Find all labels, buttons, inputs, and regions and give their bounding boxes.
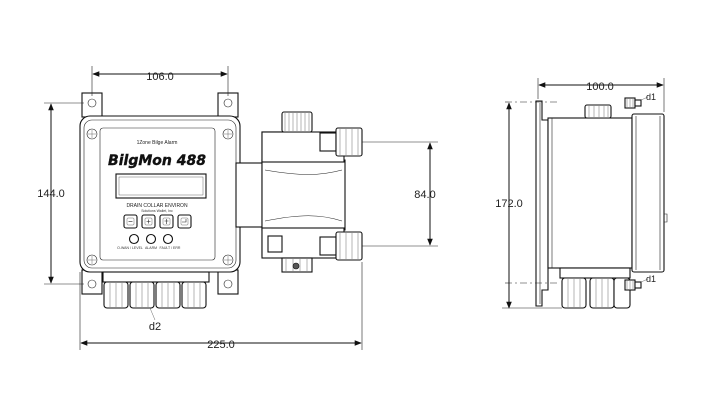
- cable-glands: [102, 271, 210, 309]
- dim-label-100: 100.0: [586, 81, 614, 93]
- down-button[interactable]: [159, 214, 174, 229]
- dimension-overall-width: 225.0: [79, 262, 363, 351]
- sensor-manifold: [235, 111, 363, 273]
- panel-top-label: 1Zone Bilge Alarm: [137, 140, 178, 146]
- brand-logo: BilgMon 488: [108, 153, 206, 169]
- front-view: 1Zone Bilge Alarm BilgMon 488 DRAIN COLL…: [37, 66, 438, 351]
- dim-label-172: 172.0: [495, 198, 523, 210]
- side-view: d1 d1 100.0 172.0: [495, 78, 668, 309]
- keypad: [123, 214, 192, 229]
- dimension-width-top: 106.0: [91, 66, 229, 96]
- dimension-height-side: 172.0: [495, 102, 562, 309]
- dimension-pipe-spacing: 84.0: [362, 141, 438, 247]
- d2-leader: [149, 307, 156, 321]
- led-label-alarm: ALARM: [145, 246, 157, 250]
- led-label-fault: FAULT / ERR: [160, 246, 181, 250]
- dimension-height-left: 144.0: [37, 102, 84, 285]
- bolt-icon: [624, 97, 642, 291]
- screw-icon: [86, 128, 234, 266]
- lcd-display: [115, 173, 207, 199]
- led-label-level: O-WAN / LEVEL: [117, 246, 143, 250]
- indicator-leds: O-WAN / LEVEL ALARM FAULT / ERR: [117, 233, 181, 250]
- maker-label: DRAIN COLLAR ENVIRON: [126, 203, 188, 209]
- up-button[interactable]: [141, 214, 156, 229]
- maker-sub-label: Solutions Wallet, Inc: [141, 209, 173, 213]
- dim-label-84: 84.0: [414, 189, 435, 201]
- bolt-label-bottom: d1: [646, 274, 656, 284]
- mounting-bracket-top: [81, 92, 239, 118]
- dim-label-225: 225.0: [207, 339, 235, 351]
- dimension-depth-top: 100.0: [537, 78, 665, 112]
- enter-button[interactable]: [177, 214, 192, 229]
- dim-label-144: 144.0: [37, 188, 65, 200]
- bolt-label-top: d1: [646, 92, 656, 102]
- gland-label-d2: d2: [149, 321, 161, 333]
- minus-button[interactable]: [123, 214, 138, 229]
- dim-label-106: 106.0: [146, 71, 174, 83]
